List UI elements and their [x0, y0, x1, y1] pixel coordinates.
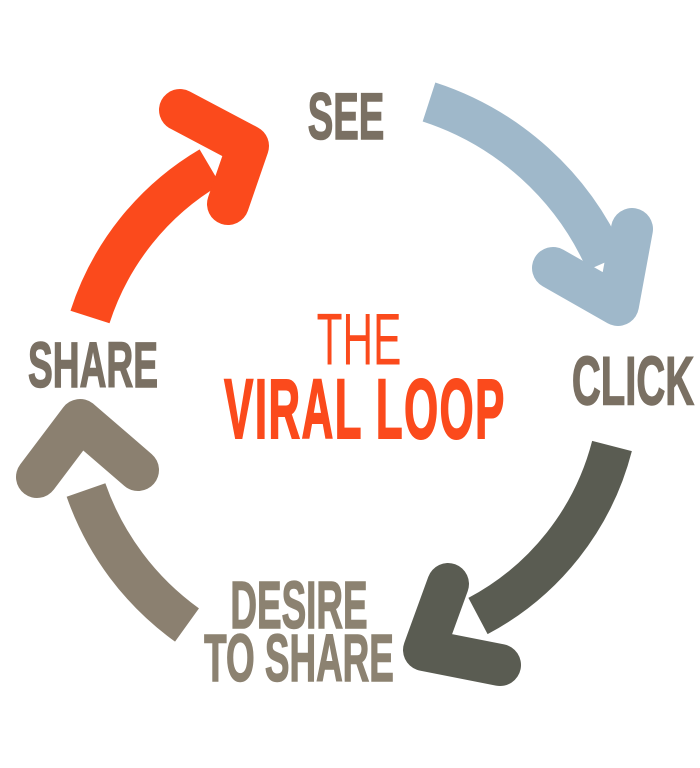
arrow-see-to-click — [422, 82, 653, 326]
arrow-share-to-see-head — [159, 89, 269, 225]
arrow-share-to-see — [70, 89, 269, 324]
title-the: THE — [316, 299, 402, 381]
stage-label-click: CLICK — [571, 342, 695, 420]
stage-label-desire-line2: TO SHARE — [204, 621, 395, 696]
arrow-share-to-see-shaft — [70, 149, 221, 324]
arrow-click-to-desire-head — [403, 563, 521, 686]
arrow-click-to-desire — [403, 440, 632, 686]
title-viral-loop: VIRAL LOOP — [224, 362, 506, 456]
arrow-click-to-desire-shaft — [468, 440, 632, 635]
arrow-see-to-click-head — [532, 208, 653, 326]
arrow-desire-to-share-head — [16, 399, 159, 498]
stage-label-desire-line1: DESIRE — [230, 568, 368, 643]
stage-label-desire-to-share: DESIRE TO SHARE — [204, 568, 395, 696]
arrow-see-to-click-shaft — [422, 82, 625, 271]
arrow-desire-to-share-shaft — [66, 482, 200, 642]
arrow-desire-to-share — [16, 399, 200, 642]
stage-label-share: SHARE — [28, 329, 159, 401]
stage-label-see: SEE — [307, 79, 385, 153]
